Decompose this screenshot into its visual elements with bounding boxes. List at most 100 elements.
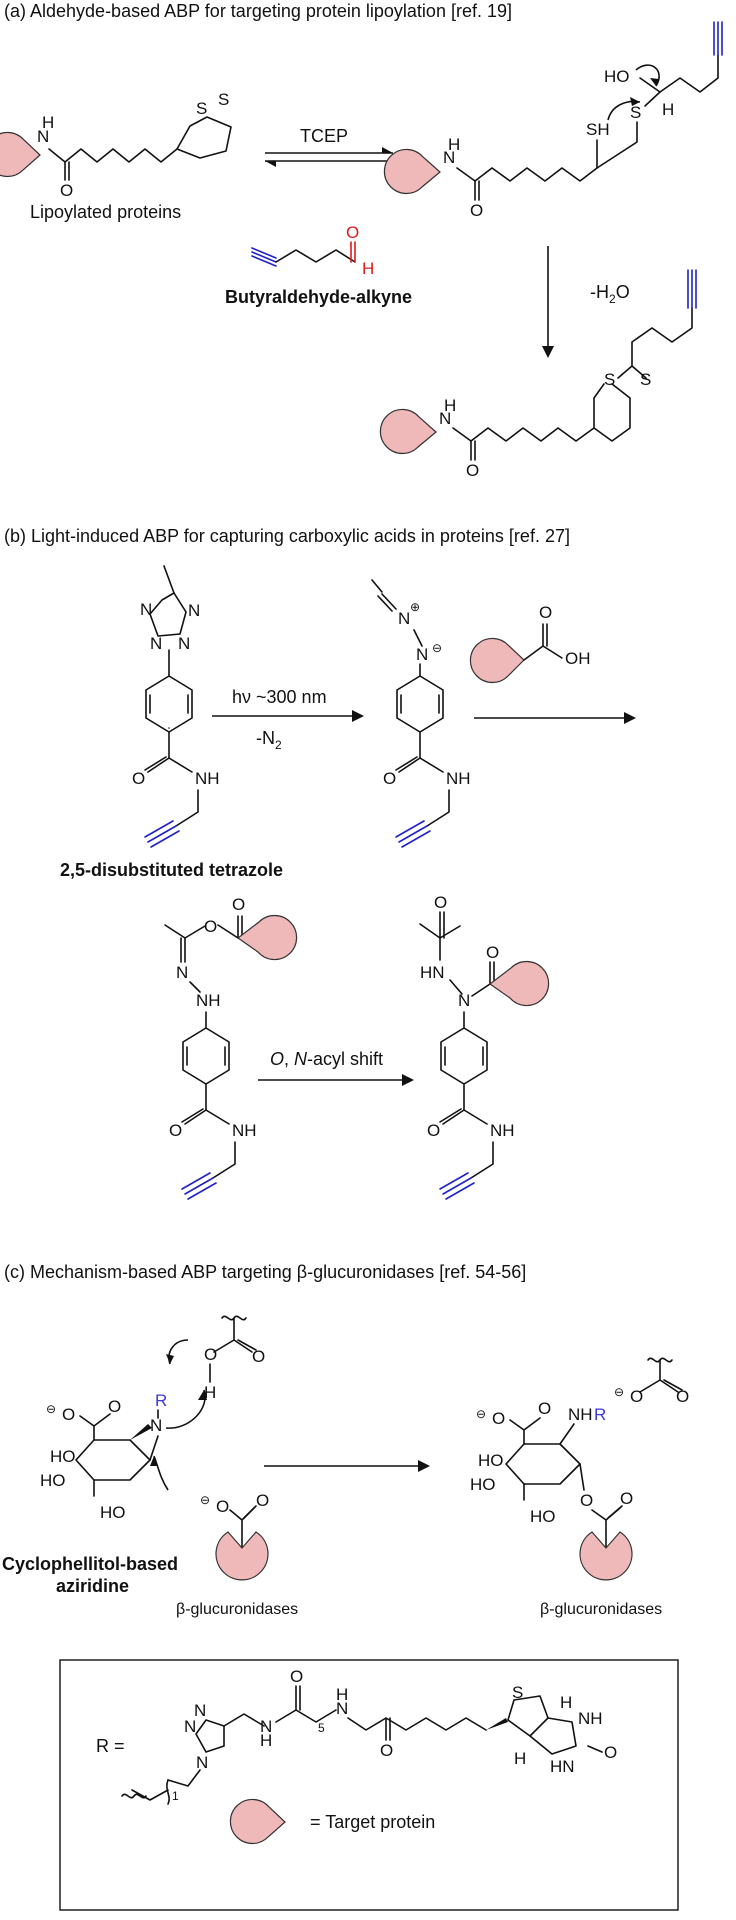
aziridine-structure: ⊖ O O HO HO HO N R [40,1339,207,1522]
lipoylated-protein-structure: H N O S S [0,90,232,200]
r-group-structure: N N N H N O 5 H N O S H H NH HN O 1 [121,1667,617,1805]
svg-text:⊖: ⊖ [46,1402,56,1416]
svg-text:O: O [108,1397,121,1416]
svg-text:O: O [380,1741,393,1760]
svg-text:S: S [196,99,207,118]
target-protein-icon [379,408,437,454]
svg-text:N: N [178,634,190,653]
svg-text:S: S [604,370,615,389]
legend-protein-icon [229,1798,286,1844]
svg-text:O: O [676,1387,689,1406]
svg-text:O: O [470,201,483,220]
svg-text:HO: HO [100,1503,126,1522]
svg-text:NH: NH [196,991,221,1010]
svg-text:O: O [346,223,359,242]
svg-text:H: H [336,1685,348,1704]
photolysis-arrow [212,710,364,722]
svg-text:S: S [512,1683,523,1702]
enzyme-label-left: β-glucuronidases [176,1601,298,1618]
svg-text:H: H [662,100,674,119]
nhr-r: R [594,1405,606,1424]
legend-box [59,1659,679,1911]
svg-text:H: H [362,259,374,278]
panel-c-header: (c) Mechanism-based ABP targeting β-gluc… [4,1262,526,1282]
svg-text:H: H [204,1383,216,1402]
svg-text:⊖: ⊖ [200,1493,210,1507]
svg-text:O: O [492,1409,505,1428]
lipoylated-label: Lipoylated proteins [30,202,181,222]
equilibrium-arrow [265,147,393,167]
svg-text:HO: HO [50,1447,76,1466]
svg-text:N: N [150,1416,162,1435]
subscript-1: 1 [172,1789,179,1803]
svg-text:SH: SH [586,120,610,139]
svg-text:N: N [458,991,470,1010]
svg-text:H: H [42,113,54,132]
svg-text:O: O [256,1491,269,1510]
svg-text:O: O [204,1345,217,1364]
target-protein-icon [236,915,298,961]
svg-text:O: O [604,1743,617,1762]
butyraldehyde-alkyne-structure: O H [251,223,374,278]
svg-text:H: H [260,1731,272,1750]
covalent-inhibition-arrow [264,1460,430,1472]
svg-text:N: N [150,634,162,653]
tetrazole-structure: N N N N O NH [132,565,220,848]
svg-text:H: H [514,1749,526,1768]
svg-text:O: O [427,1121,440,1140]
svg-text:S: S [630,103,641,122]
svg-text:O: O [62,1405,75,1424]
subscript-5: 5 [318,1721,325,1735]
svg-text:O: O [216,1497,229,1516]
svg-text:HO: HO [530,1507,556,1526]
enzyme-nucleophile: ⊖ O O [200,1491,269,1581]
svg-text:O: O [232,895,245,914]
svg-text:HO: HO [478,1451,504,1470]
svg-text:N: N [184,1717,196,1736]
svg-text:N: N [398,609,410,628]
acyl-shift-arrow [258,1074,414,1086]
target-protein-icon [383,148,441,194]
svg-text:S: S [218,90,229,109]
target-protein-icon [215,1531,269,1581]
target-protein-label: = Target protein [310,1812,435,1832]
svg-text:N: N [37,127,49,146]
svg-text:⊖: ⊖ [432,641,442,655]
acyl-shift-label: O, N-acyl shift [270,1049,383,1069]
svg-text:HO: HO [604,67,630,86]
svg-text:NH: NH [578,1709,603,1728]
light-label: hν ~300 nm [232,687,327,707]
svg-text:N: N [439,409,451,428]
o-acyl-adduct-structure: O O N NH O NH [164,895,298,1200]
svg-text:H: H [444,396,456,415]
panel-b-header: (b) Light-induced ABP for capturing carb… [4,526,570,546]
covalent-adduct-structure: O O ⊖ ⊖ O O NH R HO HO HO O O [470,1357,689,1581]
svg-text:O: O [434,893,447,912]
target-protein-icon [0,131,41,177]
svg-text:HN: HN [550,1757,575,1776]
svg-text:N: N [176,963,188,982]
svg-text:N: N [188,601,200,620]
svg-text:O: O [60,181,73,200]
svg-text:N: N [140,600,152,619]
carboxylate-addition-arrow [474,712,636,724]
n-acyl-product-structure: O HN N O O NH [419,893,550,1200]
general-acid-residue: O O H [204,1315,265,1402]
svg-text:O: O [538,1399,551,1418]
dehydration-label: -H2O [590,282,630,306]
aziridine-label-line2: aziridine [56,1576,129,1596]
enzyme-label-right: β-glucuronidases [540,1601,662,1618]
target-protein-icon [488,961,550,1007]
protein-carboxylic-acid: O OH [469,603,591,683]
svg-text:HN: HN [420,963,445,982]
svg-text:H: H [448,135,460,154]
svg-text:O: O [169,1121,182,1140]
svg-text:⊕: ⊕ [410,600,420,614]
r-equals-label: R = [96,1736,125,1756]
svg-text:O: O [204,917,217,936]
svg-text:HO: HO [470,1475,496,1494]
target-protein-icon [469,637,525,683]
svg-text:NH: NH [232,1121,257,1140]
tcep-label: TCEP [300,126,348,146]
